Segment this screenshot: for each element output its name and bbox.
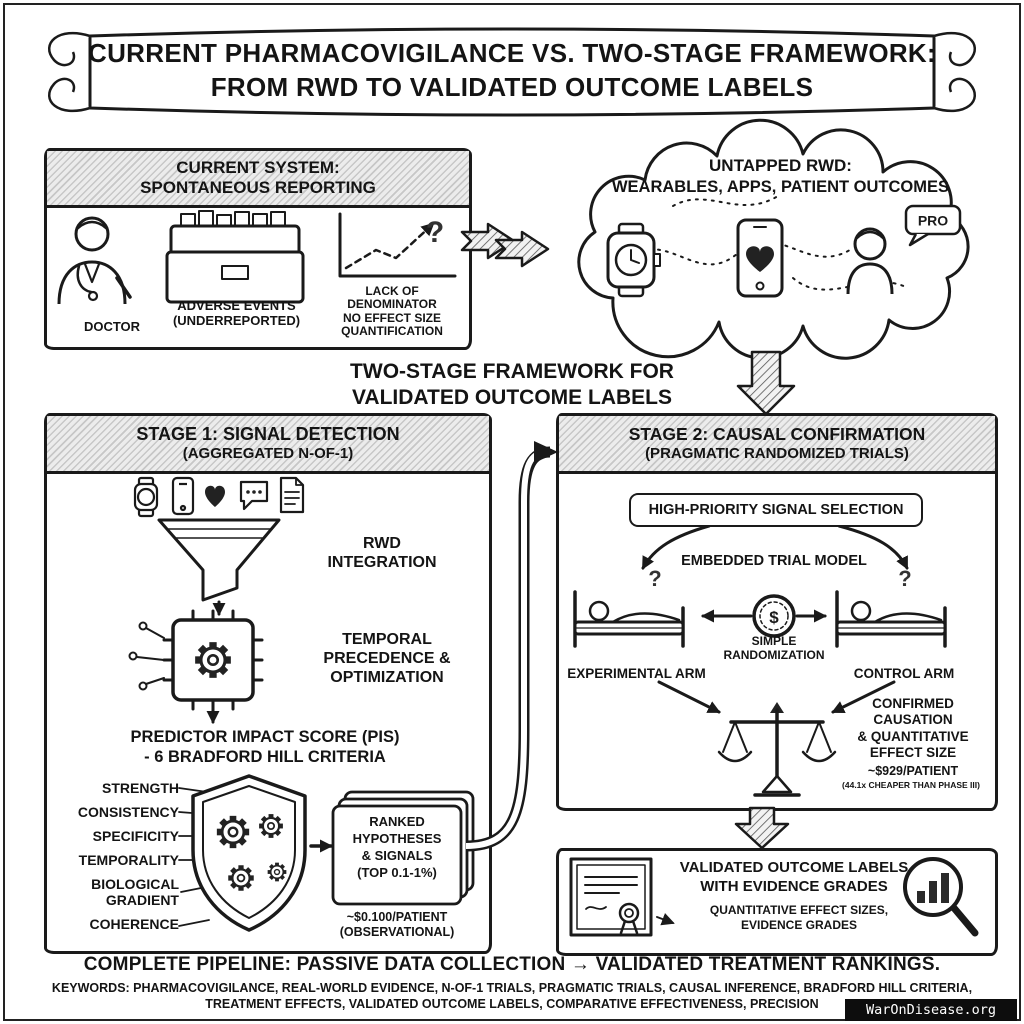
temporal-label: TEMPORAL PRECEDENCE & OPTIMIZATION <box>323 631 451 687</box>
stage1-subtitle: (AGGREGATED N-OF-1) <box>182 445 354 463</box>
document-mini-icon <box>279 476 305 514</box>
smartwatch-mini-icon <box>133 476 159 518</box>
validated-subtitle: QUANTITATIVE EFFECT SIZES, EVIDENCE GRAD… <box>709 903 889 932</box>
ranked-signals-label: RANKED HYPOTHESES & SIGNALS (TOP 0.1-1%) <box>352 814 442 880</box>
validated-art <box>569 857 979 937</box>
untapped-rwd-cloud: PRO UNTAPPED RWD: WEARABLES, APPS, PATIE… <box>558 118 1003 360</box>
stage2-panel: STAGE 2: CAUSAL CONFIRMATION (PRAGMATIC … <box>556 413 998 811</box>
chart-question-icon: ? <box>338 212 457 278</box>
criterion-consistency: CONSISTENCY <box>77 804 179 820</box>
dollar-sign: $ <box>769 608 779 627</box>
magnifier-chart-icon <box>903 857 979 937</box>
pro-badge-text: PRO <box>918 213 948 229</box>
chat-mini-icon <box>239 480 269 511</box>
keywords-text: KEYWORDS: PHARMACOVIGILANCE, REAL-WORLD … <box>51 981 973 1012</box>
heart-mini-icon <box>205 485 225 507</box>
stage1-header: STAGE 1: SIGNAL DETECTION (AGGREGATED N-… <box>47 416 489 474</box>
stage2-title: STAGE 2: CAUSAL CONFIRMATION <box>628 424 926 445</box>
cloud-art: PRO <box>577 118 970 360</box>
phone-mini-icon <box>171 476 195 516</box>
banner-title-line2: FROM RWD TO VALIDATED OUTCOME LABELS <box>210 72 814 102</box>
embedded-trial-label: EMBEDDED TRIAL MODEL <box>681 553 867 569</box>
stage2-cost-label: ~$929/PATIENT <box>867 764 959 778</box>
funnel-icon <box>157 518 281 602</box>
watermark-text: WarOnDisease.org <box>865 1002 997 1018</box>
stage1-panel: STAGE 1: SIGNAL DETECTION (AGGREGATED N-… <box>44 413 492 954</box>
doctor-icon <box>57 216 132 305</box>
experimental-arm-label: EXPERIMENTAL ARM <box>567 666 706 681</box>
criterion-strength: STRENGTH <box>102 780 179 796</box>
question-mark-control: ? <box>898 566 911 591</box>
doctor-label: DOCTOR <box>83 319 141 334</box>
stage2-cost-note: (44.1x CHEAPER THAN PHASE III) <box>842 780 980 790</box>
certificate-icon <box>569 857 653 937</box>
control-bed-icon <box>835 590 947 648</box>
circuit-traces <box>128 621 165 691</box>
signal-selection-label: HIGH-PRIORITY SIGNAL SELECTION <box>648 502 904 518</box>
processor-chip-icon <box>162 609 264 711</box>
pis-label: PREDICTOR IMPACT SCORE (PIS) - 6 BRADFOR… <box>130 728 400 766</box>
adverse-events-folder-icon <box>165 210 305 304</box>
untapped-subtitle: WEARABLES, APPS, PATIENT OUTCOMES <box>611 178 950 196</box>
criterion-coherence: COHERENCE <box>89 916 179 932</box>
question-mark: ? <box>426 216 444 249</box>
watermark: WarOnDisease.org <box>845 999 1017 1021</box>
stage1-title: STAGE 1: SIGNAL DETECTION <box>136 424 400 445</box>
randomization-coin-icon: $ <box>752 594 796 638</box>
criterion-biological-gradient: BIOLOGICAL GRADIENT <box>91 876 179 909</box>
current-system-art: ? <box>57 210 457 305</box>
question-mark-experimental: ? <box>648 566 661 591</box>
randomization-label: SIMPLE RANDOMIZATION <box>723 634 825 663</box>
criterion-temporality: TEMPORALITY <box>78 852 179 868</box>
rwd-integration-label: RWD INTEGRATION <box>327 535 437 572</box>
banner-title-line1: CURRENT PHARMACOVIGILANCE VS. TWO-STAGE … <box>88 38 936 68</box>
stage2-subtitle: (PRAGMATIC RANDOMIZED TRIALS) <box>645 444 909 462</box>
phone-heart-icon <box>736 218 784 298</box>
current-system-header: CURRENT SYSTEM: SPONTANEOUS REPORTING <box>47 151 469 208</box>
untapped-title: UNTAPPED RWD: <box>709 156 852 175</box>
adverse-events-label: ADVERSE EVENTS (UNDERREPORTED) <box>172 298 301 328</box>
pro-speech-bubble: PRO <box>904 204 962 247</box>
shield-gears-icon <box>191 774 307 932</box>
validated-labels-panel: VALIDATED OUTCOME LABELS WITH EVIDENCE G… <box>556 848 998 956</box>
current-system-title: CURRENT SYSTEM: SPONTANEOUS REPORTING <box>140 157 376 197</box>
stage2-art: ? ? $ <box>573 524 947 797</box>
validated-title: VALIDATED OUTCOME LABELS WITH EVIDENCE G… <box>679 859 909 895</box>
pipeline-summary: COMPLETE PIPELINE: PASSIVE DATA COLLECTI… <box>83 954 941 975</box>
ranked-cards-icon <box>331 790 475 906</box>
balance-scale-icon <box>717 702 837 797</box>
signal-selection-box: HIGH-PRIORITY SIGNAL SELECTION <box>629 493 923 527</box>
stage2-header: STAGE 2: CAUSAL CONFIRMATION (PRAGMATIC … <box>559 416 995 474</box>
experimental-bed-icon <box>573 590 685 648</box>
framework-heading: TWO-STAGE FRAMEWORK FOR VALIDATED OUTCOM… <box>350 360 674 409</box>
stage1-cost-label: ~$0.100/PATIENT (OBSERVATIONAL) <box>339 910 455 939</box>
stage2-down-arrow <box>734 806 790 850</box>
stage1-art <box>128 476 475 932</box>
smartwatch-icon <box>606 222 661 298</box>
banner: CURRENT PHARMACOVIGILANCE VS. TWO-STAGE … <box>28 12 996 130</box>
patient-icon <box>846 227 894 295</box>
scroll-banner-shape <box>47 27 977 117</box>
criterion-specificity: SPECIFICITY <box>92 828 179 844</box>
confirmed-causation-label: CONFIRMED CAUSATION & QUANTITATIVE EFFEC… <box>857 696 969 761</box>
rwd-flow-arrow <box>460 222 550 268</box>
control-arm-label: CONTROL ARM <box>853 666 955 681</box>
denominator-label: LACK OF DENOMINATOR NO EFFECT SIZE QUANT… <box>341 284 443 339</box>
current-system-panel: CURRENT SYSTEM: SPONTANEOUS REPORTING <box>44 148 472 350</box>
